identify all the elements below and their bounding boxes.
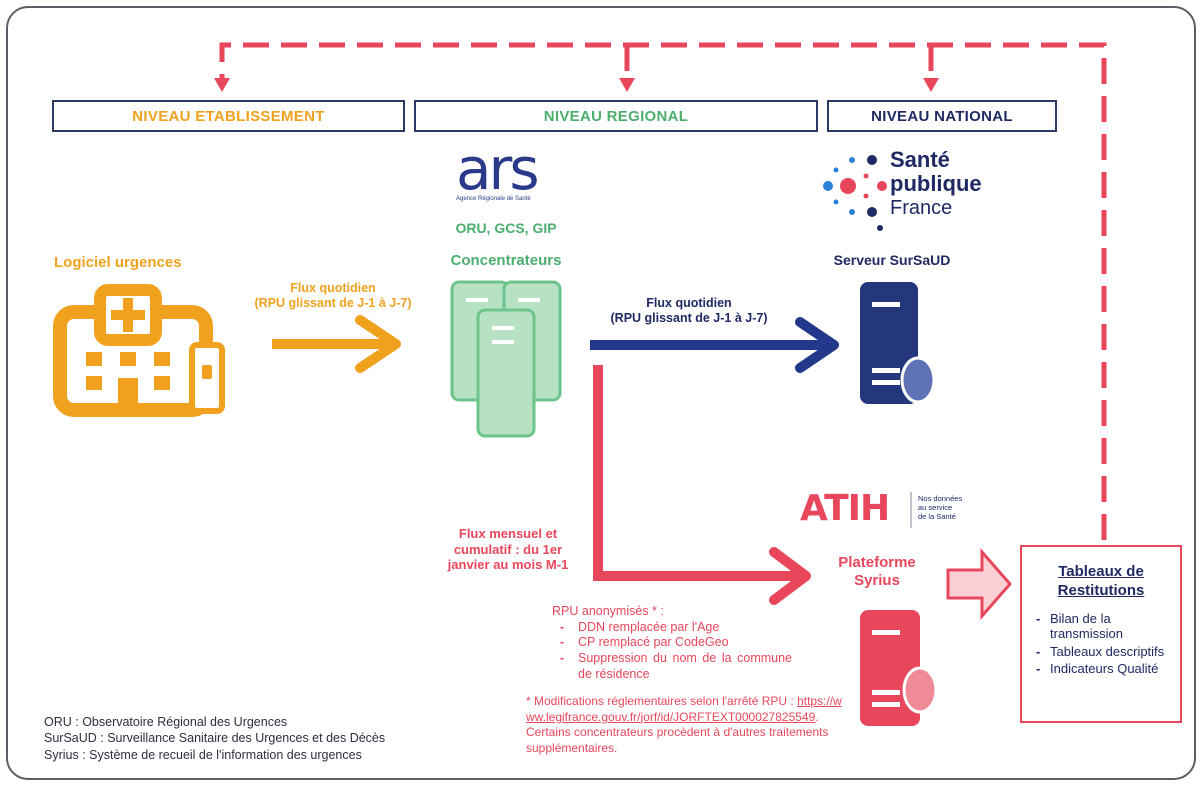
rpu-anonymises-block: RPU anonymisés * : DDN remplacée par l'A… [552, 604, 792, 682]
monthly-flow-arrow [593, 365, 811, 605]
monthly-flow-line1: Flux mensuel et [458, 526, 558, 541]
ars-logo-text: ars [456, 135, 540, 203]
legend-syrius: Syrius : Système de recueil de l'informa… [44, 747, 362, 762]
daily-flow-label-left: Flux quotidien (RPU glissant de J-1 à J-… [228, 281, 438, 311]
hospital-icon [53, 284, 225, 417]
tableaux-item-bilan: Bilan de la transmission [1036, 611, 1180, 642]
plateforme-syrius-label: Plateforme Syrius [822, 554, 932, 590]
regulatory-note-suffix: . Certains concentrateurs procèdent à d'… [526, 709, 829, 755]
tableaux-title-line2: Restitutions [1057, 581, 1145, 599]
daily-flow-right-line2: (RPU glissant de J-1 à J-7) [610, 311, 768, 325]
atih-tagline-line2: au service [918, 503, 953, 512]
tableaux-restitutions-box: Tableaux de Restitutions Bilan de la tra… [1020, 545, 1182, 723]
legifrance-link[interactable]: https://www.legifrance.gouv.fr/jorf/id/J… [526, 694, 842, 724]
restitution-arrow [946, 548, 1012, 620]
rpu-item-commune: Suppression du nom de la commune de rési… [556, 651, 792, 682]
atih-tagline: Nos données au service de la Santé [918, 494, 962, 521]
legend-sursaud: SurSaUD : Surveillance Sanitaire des Urg… [44, 731, 386, 746]
oru-gcs-gip-label: ORU, GCS, GIP [455, 220, 557, 236]
tableaux-item-qualite: Indicateurs Qualité [1036, 661, 1180, 677]
header-niveau-regional: NIVEAU REGIONAL [414, 100, 818, 132]
header-niveau-national: NIVEAU NATIONAL [827, 100, 1057, 132]
feedback-dashed-loop [219, 42, 1107, 540]
tableaux-item-descriptifs: Tableaux descriptifs [1036, 644, 1180, 660]
atih-tagline-line3: de la Santé [918, 512, 956, 521]
atih-divider [910, 492, 912, 528]
daily-flow-right-line1: Flux quotidien [646, 296, 732, 310]
tableaux-title: Tableaux de Restitutions [1022, 563, 1180, 601]
regulatory-note: * Modifications réglementaires selon l'a… [526, 694, 846, 756]
logiciel-urgences-label: Logiciel urgences [54, 254, 182, 271]
header-niveau-etablissement: NIVEAU ETABLISSEMENT [52, 100, 405, 132]
rpu-list: DDN remplacée par l'Age CP remplacé par … [556, 620, 792, 683]
monthly-flow-label: Flux mensuel et cumulatif : du 1er janvi… [428, 526, 588, 573]
daily-flow-arrow-left [272, 315, 401, 373]
plateforme-line1: Plateforme [838, 554, 916, 571]
monthly-flow-line3: janvier au mois M-1 [447, 557, 569, 573]
daily-flow-left-line2: (RPU glissant de J-1 à J-7) [254, 296, 412, 310]
rpu-item-ddn: DDN remplacée par l'Age [556, 620, 792, 636]
rpu-item-cp: CP remplacé par CodeGeo [556, 635, 792, 651]
plateforme-line2: Syrius [854, 572, 900, 589]
spf-logo: Santé publique France [890, 148, 982, 220]
rpu-title: RPU anonymisés * : [552, 604, 664, 618]
concentrateurs-label: Concentrateurs [450, 252, 562, 269]
atih-logo: ATIH [800, 488, 890, 529]
spf-logo-line3: France [890, 197, 953, 219]
tableaux-list: Bilan de la transmission Tableaux descri… [1022, 611, 1180, 677]
spf-logo-dots [823, 155, 887, 231]
serveur-sursaud-label: Serveur SurSaUD [833, 252, 951, 268]
ars-logo-subtitle: Agence Régionale de Santé [456, 196, 531, 202]
feedback-arrowheads [214, 78, 939, 92]
daily-flow-label-right: Flux quotidien (RPU glissant de J-1 à J-… [584, 296, 794, 326]
spf-logo-line1: Santé [890, 147, 950, 172]
concentrateurs-server-icon [450, 280, 562, 438]
acronym-legend: ORU : Observatoire Régional des Urgences… [44, 714, 385, 763]
atih-tagline-line1: Nos données [918, 494, 963, 503]
ars-logo: ars Agence Régionale de Santé [456, 140, 566, 212]
syrius-server-icon [860, 610, 938, 726]
monthly-flow-line2: cumulatif : du 1er [453, 541, 563, 557]
tableaux-title-line1: Tableaux de [1058, 563, 1144, 580]
daily-flow-left-line1: Flux quotidien [290, 281, 376, 295]
spf-logo-line2: publique [890, 171, 982, 196]
sursaud-server-icon [860, 282, 936, 404]
legend-oru: ORU : Observatoire Régional des Urgences [44, 715, 288, 729]
regulatory-note-prefix: * Modifications réglementaires selon l'a… [526, 694, 794, 708]
daily-flow-arrow-right [590, 317, 839, 373]
